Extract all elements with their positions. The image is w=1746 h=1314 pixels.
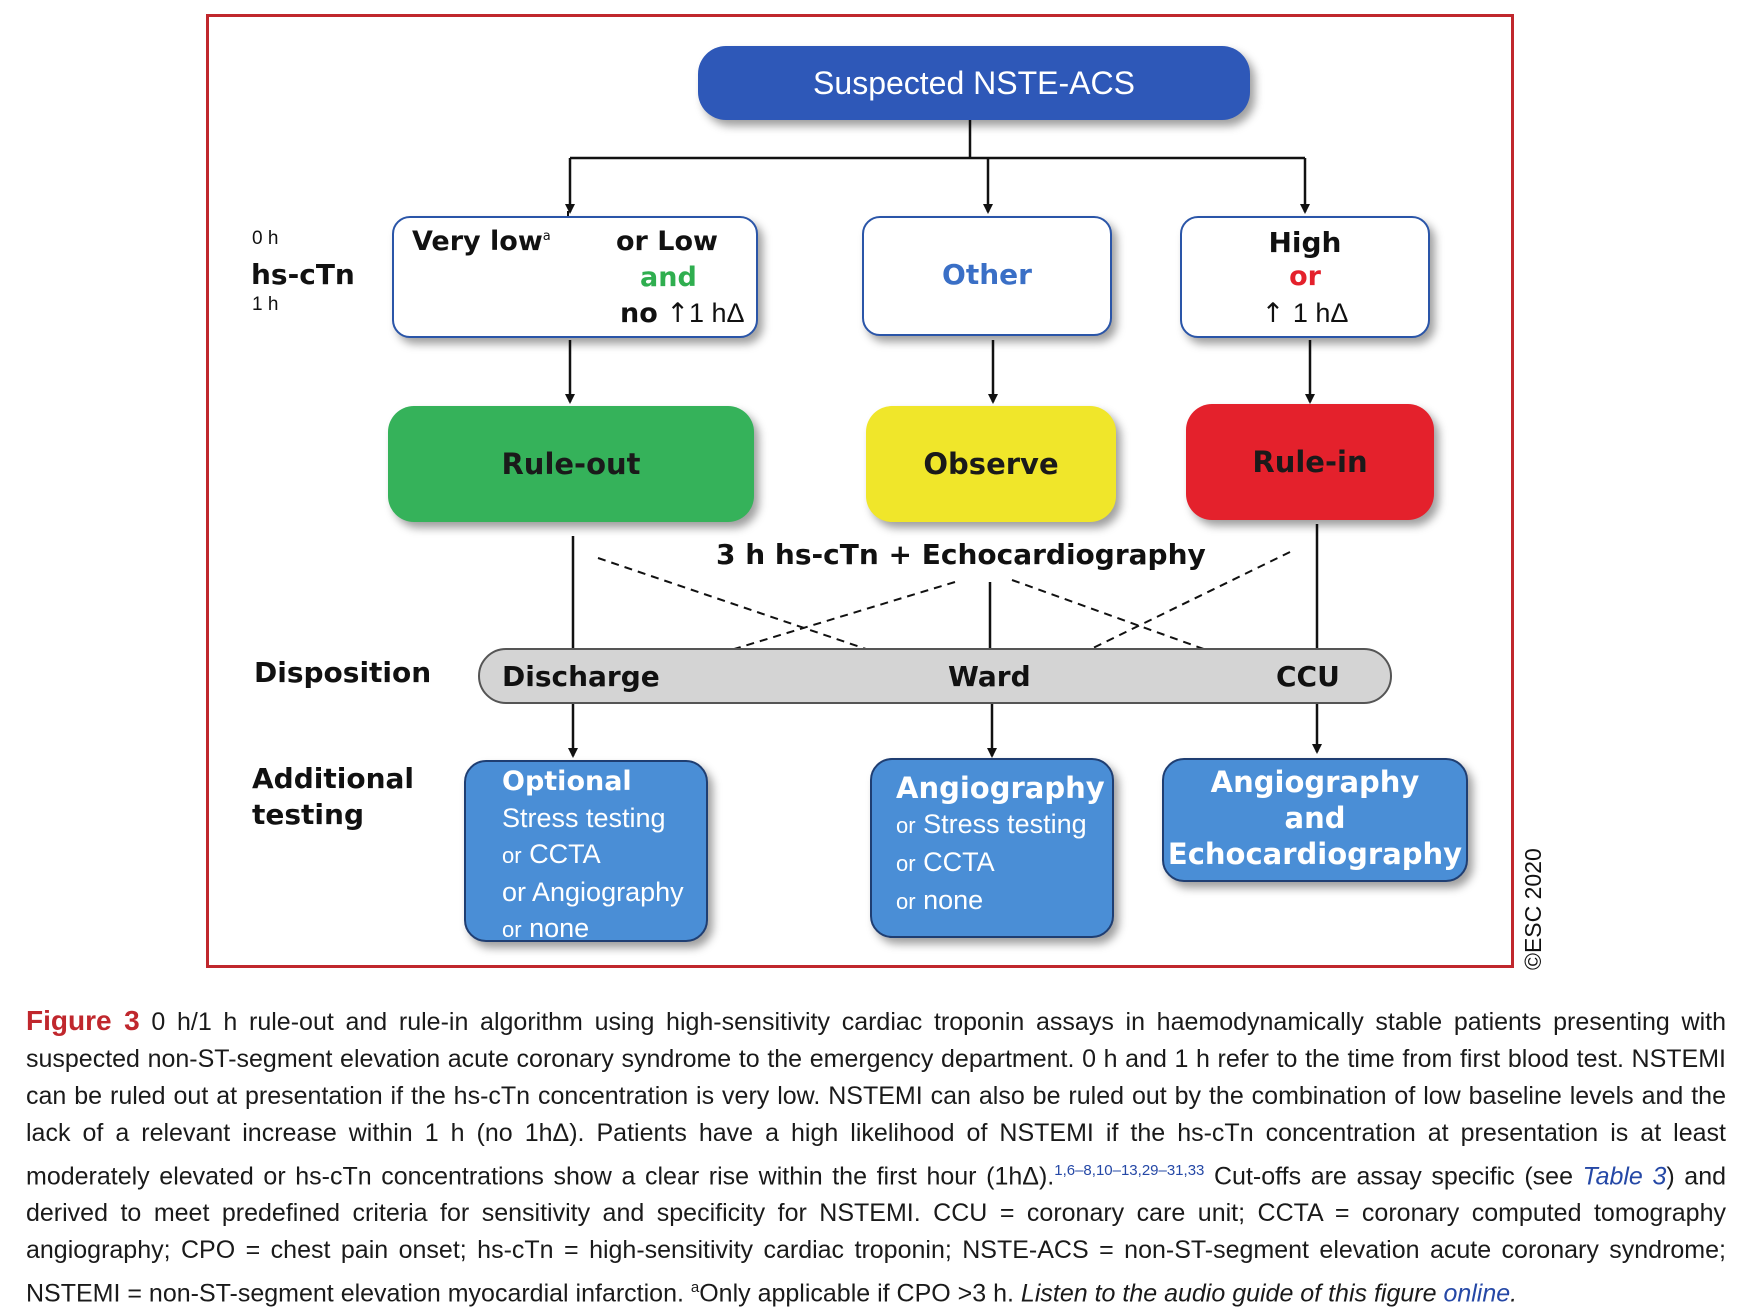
echo-note: 3 h hs-cTn + Echocardiography: [712, 538, 1210, 571]
no-delta-text: no ↑1 hΔ: [620, 298, 745, 329]
high-box: High or ↑ 1 hΔ: [1180, 216, 1430, 338]
stress-testing-line: or Stress testing: [896, 809, 1087, 839]
rule-in-text: Rule-in: [1252, 445, 1368, 479]
disposition-label: Disposition: [254, 656, 432, 689]
ccu-text: CCU: [1276, 660, 1340, 693]
high-or-text: or: [1289, 261, 1321, 292]
suspected-nste-acs-node: Suspected NSTE-ACS: [698, 46, 1250, 120]
time-0h-label: 0 h: [252, 228, 279, 249]
other-box: Other: [862, 216, 1112, 336]
testing-label: testing: [252, 798, 364, 831]
dashed-rulein-to-ward: [1050, 551, 1291, 669]
top-node-label: Suspected NSTE-ACS: [813, 65, 1135, 101]
discharge-text: Discharge: [502, 660, 660, 693]
stress-testing-text: Stress testing: [502, 803, 666, 833]
references: 1,6–8,10–13,29–31,33: [1054, 1162, 1205, 1179]
up-arrow-icon: ↑: [666, 298, 689, 329]
rule-out-box: Rule-out: [388, 406, 754, 522]
time-1h-label: 1 h: [252, 294, 279, 315]
optional-text: Optional: [502, 766, 632, 797]
observe-box: Observe: [866, 406, 1116, 522]
other-text: Other: [942, 258, 1032, 291]
ccu-tests-box: Angiography and Echocardiography: [1162, 758, 1468, 882]
rule-in-box: Rule-in: [1186, 404, 1434, 520]
angiography-line: or Angiography: [502, 877, 684, 907]
very-low-or-low-box: Very lowa or Low and no ↑1 hΔ: [392, 216, 758, 338]
online-link[interactable]: online: [1443, 1279, 1511, 1308]
none-line: or none: [502, 913, 590, 943]
dashed-note-to-ccu: [1011, 579, 1264, 672]
copyright-text: ©ESC 2020: [1520, 848, 1546, 970]
up-arrow-icon: ↑: [1261, 298, 1285, 329]
or-low-text: or Low: [616, 226, 718, 257]
discharge-tests-box: Optional Stress testing or CCTA or Angio…: [464, 760, 708, 943]
table-3-link[interactable]: Table 3: [1582, 1162, 1667, 1191]
ccu-and-text: and: [1284, 801, 1346, 835]
observe-text: Observe: [923, 447, 1059, 481]
ccta-line: or CCTA: [502, 839, 601, 869]
ward-tests-box: Angiography or Stress testing or CCTA or…: [870, 758, 1114, 938]
hs-ctn-label: hs-cTn: [251, 258, 355, 291]
angiography-text: Angiography: [896, 771, 1105, 805]
rule-out-text: Rule-out: [501, 447, 641, 481]
ward-text: Ward: [948, 660, 1031, 693]
ccu-angiography-text: Angiography: [1210, 765, 1420, 799]
ccu-echo-text: Echocardiography: [1167, 837, 1463, 871]
ccta-line: or CCTA: [896, 847, 995, 877]
and-text: and: [640, 262, 697, 293]
additional-label: Additional: [252, 762, 414, 795]
figure-frame: [206, 14, 1514, 968]
very-low-text: Very lowa: [412, 226, 551, 257]
disposition-bar: Discharge Ward CCU: [478, 648, 1392, 704]
delta-text: ↑ 1 hΔ: [1261, 298, 1349, 329]
figure-label: Figure 3: [26, 1005, 140, 1036]
high-text: High: [1268, 226, 1342, 259]
figure-caption: Figure 3 0 h/1 h rule-out and rule-in al…: [26, 1005, 1727, 1308]
none-line: or none: [896, 885, 984, 915]
